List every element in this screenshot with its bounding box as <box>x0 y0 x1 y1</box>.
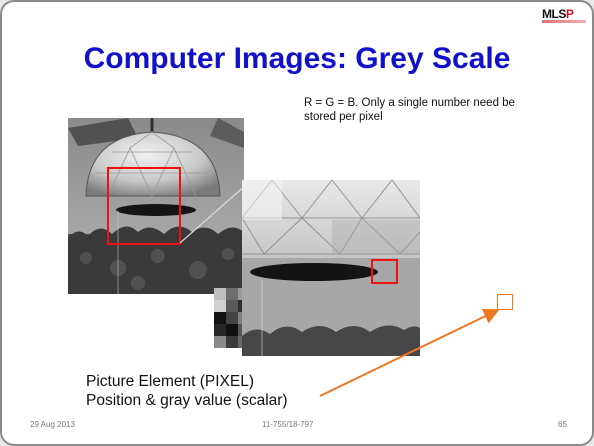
caption-line-1: Picture Element (PIXEL) <box>86 373 254 390</box>
footer-page-number: 65 <box>558 420 567 429</box>
grayscale-photo-full <box>68 118 244 294</box>
footer-course: 11-755/18-797 <box>262 420 314 429</box>
slide-note: R = G = B. Only a single number need be … <box>304 97 515 123</box>
pixel-indicator-box <box>497 294 513 310</box>
footer-date: 29 Aug 2013 <box>30 420 75 429</box>
logo-underline <box>542 20 586 23</box>
mlsp-logo: MLSP <box>542 8 586 24</box>
pixel-caption: Picture Element (PIXEL) Position & gray … <box>86 372 288 410</box>
logo-text: MLSP <box>542 7 574 21</box>
grayscale-photo-zoomed <box>242 180 420 356</box>
caption-line-2: Position & gray value (scalar) <box>86 392 288 409</box>
slide-title: Computer Images: Grey Scale <box>83 42 511 75</box>
